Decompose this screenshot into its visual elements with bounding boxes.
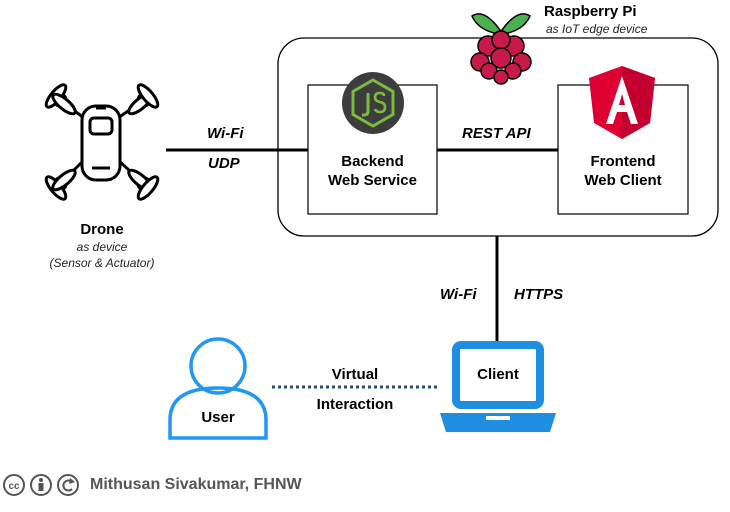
drone-link-wifi-label: Wi-Fi <box>207 125 244 142</box>
drone-link-udp-label: UDP <box>208 155 240 172</box>
creative-commons-icon: cc <box>3 474 79 496</box>
drone-subtitle-1: as device <box>76 240 128 254</box>
nodejs-icon <box>342 72 404 134</box>
drone-title: Drone <box>80 221 124 238</box>
rest-api-label: REST API <box>462 125 531 142</box>
virtual-interaction-line1: Virtual <box>331 366 379 383</box>
drone-icon <box>44 83 160 201</box>
virtual-interaction-line2: Interaction <box>316 396 394 413</box>
drone-subtitle-2: (Sensor & Actuator) <box>49 256 155 270</box>
raspberry-pi-title: Raspberry Pi <box>544 3 637 20</box>
svg-text:cc: cc <box>8 481 20 492</box>
credit-text: Mithusan Sivakumar, FHNW <box>90 476 302 493</box>
user-label: User <box>201 409 235 426</box>
laptop-icon <box>440 341 556 432</box>
client-link-wifi-label: Wi-Fi <box>440 286 477 303</box>
frontend-label-line2: Web Client <box>584 172 662 189</box>
raspberry-pi-icon <box>470 13 532 85</box>
user-icon <box>168 337 268 440</box>
raspberry-pi-subtitle: as IoT edge device <box>546 22 648 36</box>
backend-label-line2: Web Service <box>328 172 417 189</box>
frontend-label-line1: Frontend <box>590 153 656 170</box>
backend-label-line1: Backend <box>341 153 404 170</box>
client-link-https-label: HTTPS <box>514 286 564 303</box>
client-label: Client <box>477 366 519 383</box>
angular-icon <box>589 66 655 139</box>
